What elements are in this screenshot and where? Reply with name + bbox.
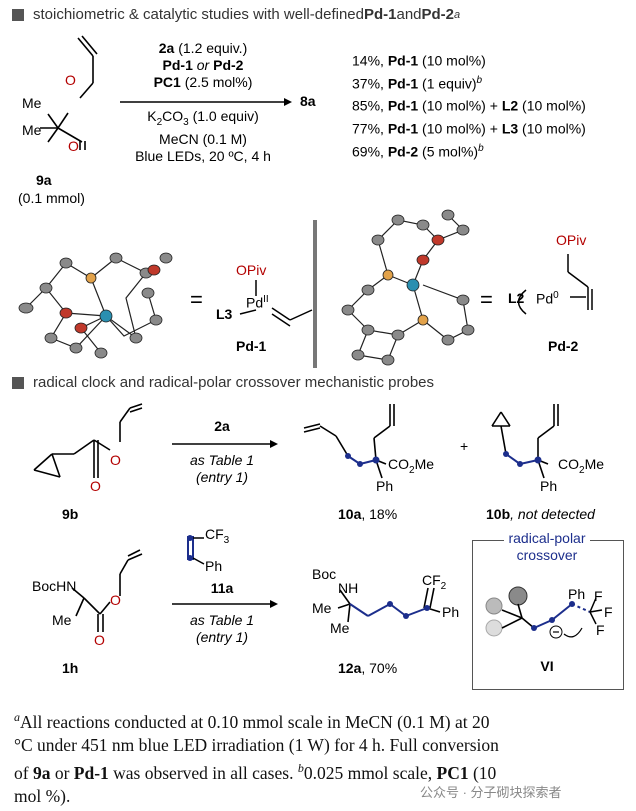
label-9a: 9a bbox=[36, 172, 52, 188]
section1-sup: a bbox=[454, 8, 461, 21]
arrow-3 bbox=[172, 600, 278, 608]
label-vi: VI bbox=[540, 658, 554, 674]
label-8a: 8a bbox=[300, 93, 316, 109]
pd1-metal: PdII bbox=[246, 294, 269, 311]
10a-ph: Ph bbox=[376, 478, 394, 494]
9a-scale: (0.1 mmol) bbox=[18, 190, 85, 206]
arrow-1 bbox=[120, 98, 292, 106]
cond-light: Blue LEDs, 20 ºC, 4 h bbox=[135, 147, 271, 164]
12a-boc: Boc bbox=[312, 566, 337, 582]
footnote-line3: of 9a or Pd-1 was observed in all cases.… bbox=[14, 760, 497, 783]
12a-ph: Ph bbox=[442, 604, 460, 620]
footnote: aAll reactions conducted at 0.10 mmol sc… bbox=[14, 706, 629, 808]
9b-o-ester: O bbox=[110, 452, 121, 468]
pd2-opiv: OPiv bbox=[556, 232, 587, 248]
1h-o-carbonyl: O bbox=[94, 632, 105, 648]
vi-f3: F bbox=[596, 622, 605, 638]
label-10b: 10b, not detected bbox=[486, 506, 595, 522]
footnote-line1: aAll reactions conducted at 0.10 mmol sc… bbox=[14, 710, 490, 732]
1h-boc: BocHN bbox=[32, 578, 77, 594]
footnote-line2: °C under 451 nm blue LED irradiation (1 … bbox=[14, 734, 499, 755]
label-pd2: Pd-2 bbox=[548, 338, 579, 354]
pd2-ligand: L2 bbox=[508, 290, 525, 306]
11a-ph: Ph bbox=[205, 558, 223, 574]
12a-nh: NH bbox=[338, 580, 359, 596]
structure-9b bbox=[33, 403, 143, 478]
9b-o-carbonyl: O bbox=[90, 478, 101, 494]
box-radical-polar bbox=[472, 540, 624, 690]
section1-header: stoichiometric & catalytic studies with … bbox=[12, 6, 460, 23]
9a-me-top: Me bbox=[22, 95, 42, 111]
separator-bar bbox=[313, 220, 317, 368]
conditions-bottom: K2CO3 (1.0 equiv) MeCN (0.1 M) Blue LEDs… bbox=[118, 108, 288, 165]
structure-10a bbox=[303, 404, 395, 479]
label-12a: 12a, 70% bbox=[338, 660, 398, 676]
1h-reagent: 11a bbox=[210, 580, 234, 596]
pd1-opiv: OPiv bbox=[236, 262, 267, 278]
9b-conditions: as Table 1(entry 1) bbox=[189, 452, 255, 485]
1h-conditions: as Table 1(entry 1) bbox=[189, 612, 255, 645]
section1-pd1: Pd-1 bbox=[363, 6, 397, 23]
section1-pd2: Pd-2 bbox=[421, 6, 455, 23]
cond-solvent: MeCN (0.1 M) bbox=[159, 130, 247, 147]
footnote-line4: mol %). bbox=[14, 785, 71, 806]
12a-me2: Me bbox=[330, 620, 350, 636]
pd1-ligand: L3 bbox=[216, 306, 233, 322]
9b-reagent: 2a bbox=[214, 418, 230, 434]
result-row: 69%, Pd-2 (5 mol%)b bbox=[352, 142, 484, 160]
structure-11a bbox=[187, 535, 205, 565]
10b-ester: CO2Me bbox=[558, 456, 605, 476]
1h-o-ester: O bbox=[110, 592, 121, 608]
label-9b: 9b bbox=[62, 506, 79, 522]
pd1-equals: = bbox=[190, 287, 203, 312]
atom-o-carbonyl: O bbox=[68, 138, 79, 154]
structure-9a bbox=[40, 35, 98, 150]
structure-1h bbox=[71, 549, 143, 632]
result-row: 85%, Pd-1 (10 mol%) + L2 (10 mol%) bbox=[352, 97, 586, 114]
label-10a: 10a, 18% bbox=[338, 506, 398, 522]
structure-pd2 bbox=[517, 254, 593, 315]
vi-ph: Ph bbox=[568, 586, 586, 602]
1h-me: Me bbox=[52, 612, 72, 628]
watermark: 公众号 · 分子砌块探索者 bbox=[420, 785, 562, 800]
cond-base: K2CO3 (1.0 equiv) bbox=[147, 108, 259, 128]
10b-ph: Ph bbox=[540, 478, 558, 494]
crystal-structure-pd1 bbox=[18, 252, 173, 359]
cond-2a: 2a (1.2 equiv.) bbox=[158, 40, 248, 56]
structure-pd1 bbox=[239, 280, 313, 327]
cond-pc1: PC1 (2.5 mol%) bbox=[153, 74, 253, 90]
9a-me-bottom: Me bbox=[22, 122, 42, 138]
structure-12a bbox=[337, 587, 441, 623]
12a-me: Me bbox=[312, 600, 332, 616]
atom-o-ester: O bbox=[65, 72, 76, 88]
result-row: 77%, Pd-1 (10 mol%) + L3 (10 mol%) bbox=[352, 120, 586, 137]
result-row: 14%, Pd-1 (10 mol%) bbox=[352, 52, 486, 69]
structure-10b bbox=[491, 404, 559, 479]
plus-sign: + bbox=[460, 438, 469, 454]
pd2-equals: = bbox=[480, 287, 493, 312]
conditions-top: 2a (1.2 equiv.) Pd-1 or Pd-2 PC1 (2.5 mo… bbox=[118, 40, 288, 91]
crystal-structure-pd2 bbox=[341, 209, 475, 366]
section1-and: and bbox=[396, 6, 422, 23]
vi-f1: F bbox=[594, 588, 603, 604]
results-list: 14%, Pd-1 (10 mol%) 37%, Pd-1 (1 equiv)b 8… bbox=[352, 48, 586, 161]
result-row: 37%, Pd-1 (1 equiv)b bbox=[352, 74, 483, 92]
bullet-square bbox=[12, 376, 24, 389]
bullet-square bbox=[12, 8, 24, 21]
structure-vi bbox=[485, 586, 603, 639]
label-1h: 1h bbox=[62, 660, 79, 676]
cond-pd: Pd-1 or Pd-2 bbox=[162, 57, 244, 73]
section2-header: radical clock and radical-polar crossove… bbox=[12, 374, 434, 391]
label-pd1: Pd-1 bbox=[236, 338, 267, 354]
vi-f2: F bbox=[604, 604, 613, 620]
arrow-2 bbox=[172, 440, 278, 448]
section2-title: radical clock and radical-polar crossove… bbox=[33, 374, 435, 391]
section1-title: stoichiometric & catalytic studies with … bbox=[33, 6, 364, 23]
12a-cf2: CF2 bbox=[422, 572, 447, 592]
pd2-metal: Pd0 bbox=[536, 290, 559, 307]
11a-cf3: CF3 bbox=[205, 526, 230, 546]
10a-ester: CO2Me bbox=[388, 456, 435, 476]
